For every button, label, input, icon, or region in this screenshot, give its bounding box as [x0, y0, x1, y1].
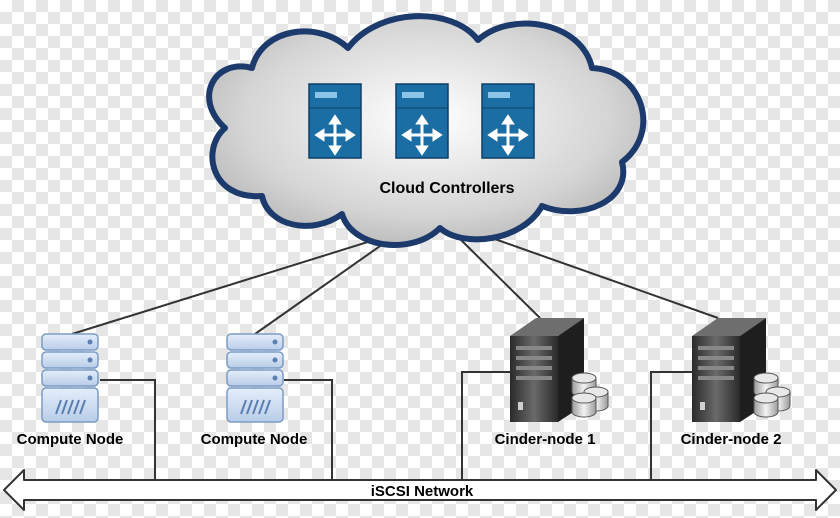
cloud: Cloud Controllers [206, 13, 647, 248]
cinder-node-2-label: Cinder-node 2 [681, 431, 782, 448]
drop-compute-node-1 [100, 379, 156, 480]
double-arrow-icon [3, 469, 837, 511]
router-arrows-icon [314, 114, 356, 156]
cloud-controllers-label: Cloud Controllers [379, 180, 514, 197]
iscsi-network-label: iSCSI Network [371, 483, 474, 500]
cloud-links [71, 231, 719, 335]
compute-server-icon [41, 333, 99, 423]
link-cinder-node-2 [474, 231, 719, 319]
compute-server-icon [226, 333, 284, 423]
iscsi-network-bus: iSCSI Network [3, 469, 837, 511]
router-arrows-icon [401, 114, 443, 156]
drop-compute-node-2 [284, 379, 333, 480]
link-compute-node-1 [71, 231, 401, 335]
controller-server-1 [308, 83, 362, 159]
router-arrows-icon [487, 114, 529, 156]
link-compute-node-2 [254, 231, 401, 335]
link-cinder-node-1 [454, 233, 541, 319]
database-disks-icon [571, 372, 609, 418]
compute-node-1: Compute Node [17, 333, 124, 448]
compute-node-2-label: Compute Node [201, 431, 308, 448]
cinder-node-2: Cinder-node 2 [681, 318, 791, 448]
compute-node-2: Compute Node [201, 333, 308, 448]
controller-server-2 [395, 83, 449, 159]
drop-cinder-node-1 [461, 371, 510, 480]
cinder-node-1: Cinder-node 1 [495, 318, 609, 448]
compute-node-1-label: Compute Node [17, 431, 124, 448]
cinder-node-1-label: Cinder-node 1 [495, 431, 596, 448]
database-disks-icon [753, 372, 791, 418]
drop-cinder-node-2 [650, 371, 692, 480]
controller-server-3 [481, 83, 535, 159]
iscsi-drop-lines [100, 371, 692, 480]
